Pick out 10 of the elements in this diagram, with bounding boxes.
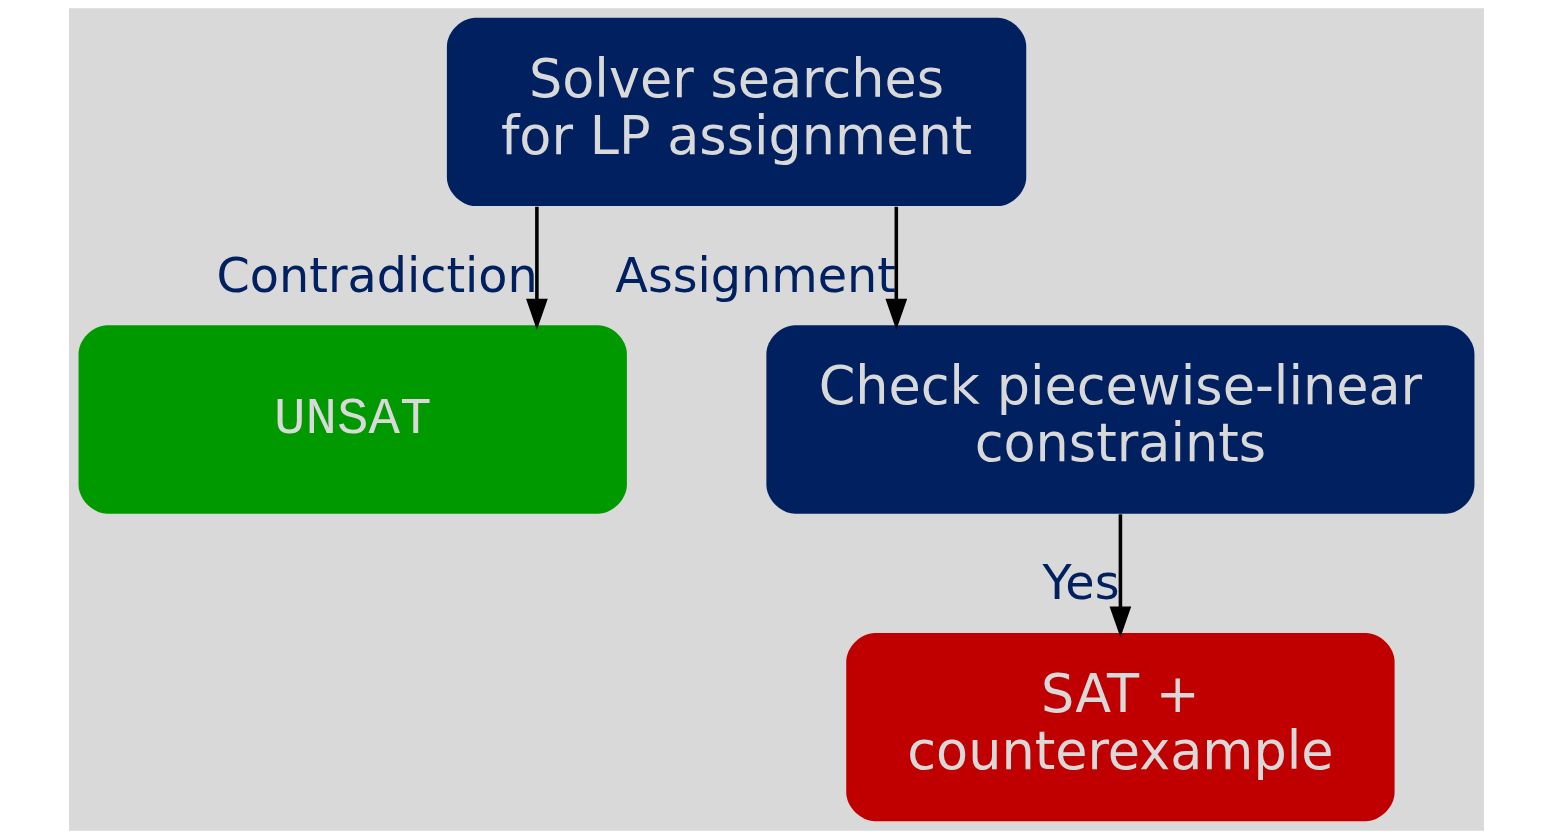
- node-box: UNSAT: [78, 325, 627, 514]
- node-box: SAT + counterexample: [845, 632, 1395, 822]
- arrow: [1109, 514, 1131, 638]
- node-box: Solver searches for LP assignment: [446, 17, 1026, 207]
- node-box: Check piecewise-linear constraints: [765, 325, 1474, 514]
- edge-label: Yes: [1042, 555, 1120, 611]
- arrow: [525, 206, 548, 330]
- edge-label: Assignment: [614, 247, 896, 303]
- arrow: [884, 206, 907, 330]
- edge-label: Contradiction: [216, 247, 538, 303]
